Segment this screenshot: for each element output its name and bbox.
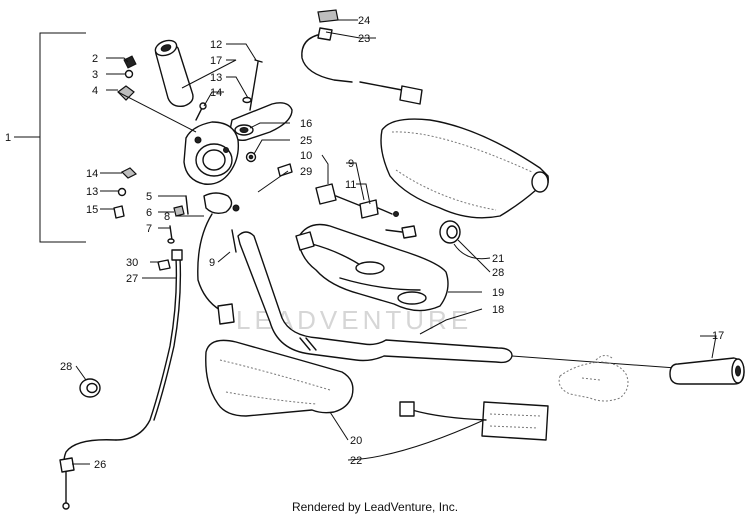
right-housing-ghost [558, 354, 629, 402]
leader-lines [72, 19, 717, 465]
callout-21: 21 [492, 253, 504, 265]
callout-28-right: 28 [492, 267, 504, 279]
handlebar-18 [237, 231, 513, 364]
callout-16: 16 [300, 118, 312, 130]
center-pad-19 [295, 223, 449, 312]
heater-cable-9 [197, 213, 237, 325]
hand-warmer-pad-20 [205, 339, 354, 417]
control-housing-main [183, 102, 240, 185]
callout-14-left: 14 [86, 168, 98, 180]
callout-13-left: 13 [86, 186, 98, 198]
tag-24 [317, 9, 339, 23]
callout-23: 23 [358, 33, 370, 45]
bar-extension-line [511, 355, 677, 369]
callout-2: 2 [92, 53, 98, 65]
wire-harness-23 [301, 27, 423, 105]
callout-24: 24 [358, 15, 370, 27]
callout-28-left: 28 [60, 361, 72, 373]
callout-1: 1 [5, 132, 11, 144]
callout-29: 29 [300, 166, 312, 178]
callout-17-top: 17 [210, 55, 222, 67]
callout-7: 7 [146, 223, 152, 235]
screw-12 [249, 59, 263, 111]
callout-22: 22 [350, 455, 362, 467]
clip-30 [157, 259, 171, 271]
callout-13-top: 13 [210, 72, 222, 84]
switch-housing-16 [229, 102, 293, 141]
connector-10 [315, 183, 367, 209]
callout-4: 4 [92, 85, 98, 97]
callout-20: 20 [350, 435, 362, 447]
small-parts-2-3-4 [117, 55, 137, 101]
ring-28-right [439, 220, 461, 244]
footer-credit: Rendered by LeadVenture, Inc. [291, 500, 459, 514]
callout-3: 3 [92, 69, 98, 81]
screws-5-6-7 [167, 195, 189, 244]
callout-15: 15 [86, 204, 98, 216]
throttle-cable-27 [59, 249, 183, 510]
throttle-grip-17-right [669, 357, 745, 385]
callout-19: 19 [492, 287, 504, 299]
callout-9-top: 9 [348, 158, 354, 170]
callout-11: 11 [345, 179, 356, 191]
throttle-grip-17-top [154, 39, 194, 108]
ring-28-left [79, 378, 101, 398]
left-side-fasteners-14-13-15 [113, 167, 138, 219]
callout-10: 10 [300, 150, 312, 162]
callout-14-top: 14 [210, 87, 222, 99]
callout-5: 5 [146, 191, 152, 203]
callout-18: 18 [492, 304, 504, 316]
callout-17-right: 17 [712, 330, 724, 342]
callout-25: 25 [300, 135, 312, 147]
nut-25 [245, 151, 257, 163]
heater-element-22 [399, 401, 549, 441]
bracket-11 [359, 199, 417, 239]
callout-9-cable: 9 [209, 257, 215, 269]
callout-27: 27 [126, 273, 138, 285]
callout-12: 12 [210, 39, 222, 51]
callout-30: 30 [126, 257, 138, 269]
clip-29 [277, 163, 293, 177]
bracket-8 [203, 192, 240, 215]
washer-13-top [242, 96, 252, 104]
assembly-bracket [39, 32, 86, 243]
callout-labels: 1 2 3 4 12 17 13 14 24 23 16 25 10 9 11 … [5, 15, 724, 471]
callout-6: 6 [146, 207, 152, 219]
callout-8: 8 [164, 211, 170, 223]
hood-cover-21 [380, 118, 549, 219]
callout-26: 26 [94, 459, 106, 471]
